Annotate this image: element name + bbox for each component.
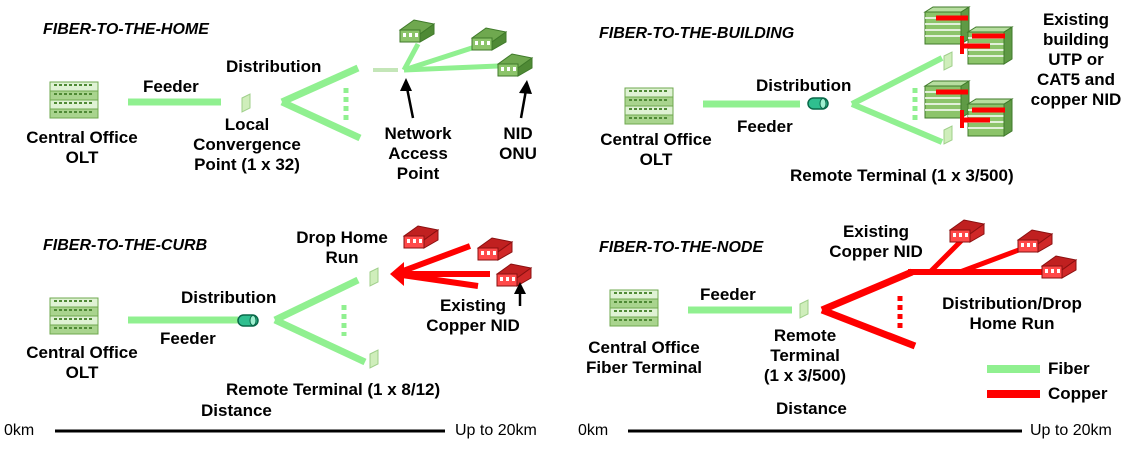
ftth-distribution-label: Distribution bbox=[226, 57, 322, 76]
fttb-distribution-label: Distribution bbox=[756, 76, 852, 95]
fttc-co-line1: Central Office bbox=[26, 343, 138, 362]
fttc-existing-label: Existing Copper NID bbox=[408, 296, 538, 336]
ftth-nid-label: NID ONU bbox=[488, 124, 548, 164]
ftth-convergence-line1: Local bbox=[224, 115, 270, 134]
fttn-graphics bbox=[609, 219, 1077, 350]
fttc-drop-label: Drop Home Run bbox=[286, 228, 398, 268]
fttc-distance-label: Distance bbox=[201, 401, 272, 420]
fttn-existing-line1: Existing bbox=[842, 222, 910, 241]
fttn-co-line1: Central Office bbox=[588, 338, 700, 357]
fttn-existing-label: Existing Copper NID bbox=[814, 222, 938, 262]
legend-fiber-label: Fiber bbox=[1048, 359, 1090, 378]
fttb-remote-terminal-label: Remote Terminal (1 x 3/500) bbox=[790, 166, 1014, 185]
ftth-nid-line2: ONU bbox=[499, 144, 537, 163]
fttc-axis-start: 0km bbox=[4, 422, 35, 439]
fttn-remote-terminal-label: Remote Terminal (1 x 3/500) bbox=[745, 326, 865, 386]
ftth-convergence-label: Local Convergence Point (1 x 32) bbox=[172, 115, 322, 175]
fttc-existing-line2: Copper NID bbox=[426, 316, 520, 335]
fttn-axis-start: 0km bbox=[578, 422, 609, 439]
fttb-existing-line5: copper NID bbox=[1030, 90, 1122, 109]
ftth-graphics bbox=[49, 19, 533, 142]
ftth-access-line1: Network bbox=[384, 124, 452, 143]
fttn-feeder-label: Feeder bbox=[700, 285, 756, 304]
fttn-title: FIBER-TO-THE-NODE bbox=[599, 239, 764, 256]
ftth-access-line3: Point bbox=[396, 164, 440, 183]
legend-copper-label: Copper bbox=[1048, 384, 1108, 403]
fttc-existing-line1: Existing bbox=[439, 296, 507, 315]
fttn-central-office-label: Central Office Fiber Terminal bbox=[568, 338, 720, 378]
ftth-title: FIBER-TO-THE-HOME bbox=[43, 21, 209, 38]
fttb-title: FIBER-TO-THE-BUILDING bbox=[599, 25, 795, 42]
fttb-feeder-label: Feeder bbox=[737, 117, 793, 136]
fttc-axis-end: Up to 20km bbox=[455, 422, 537, 439]
fttc-central-office-label: Central Office OLT bbox=[14, 343, 150, 383]
ftth-convergence-line3: Point (1 x 32) bbox=[194, 155, 300, 174]
fttc-graphics bbox=[49, 225, 532, 369]
ftth-access-line2: Access bbox=[388, 144, 448, 163]
fttn-axis-end: Up to 20km bbox=[1030, 422, 1112, 439]
ftth-central-office-label: Central Office OLT bbox=[14, 128, 150, 168]
ftth-access-point-label: Network Access Point bbox=[368, 124, 468, 184]
ftth-convergence-line2: Convergence bbox=[193, 135, 301, 154]
fttn-distribution-label: Distribution/Drop Home Run bbox=[922, 294, 1102, 334]
ftth-co-line1: Central Office bbox=[26, 128, 138, 147]
fttb-co-line2: OLT bbox=[639, 150, 673, 169]
legend-swatches bbox=[987, 365, 1040, 398]
fttn-co-line2: Fiber Terminal bbox=[586, 358, 702, 377]
fttb-existing-line4: CAT5 and bbox=[1036, 70, 1116, 89]
ftth-feeder-label: Feeder bbox=[143, 77, 199, 96]
ftth-co-line2: OLT bbox=[65, 148, 99, 167]
fttb-co-line1: Central Office bbox=[600, 130, 712, 149]
fttc-drop-line2: Run bbox=[325, 248, 359, 267]
fttn-rt-line2: Terminal bbox=[770, 346, 840, 365]
fttn-dist-line1: Distribution/Drop bbox=[942, 294, 1082, 313]
fttc-distribution-label: Distribution bbox=[181, 288, 277, 307]
fttb-graphics bbox=[624, 6, 1013, 145]
fttb-existing-label: Existing building UTP or CAT5 and copper… bbox=[1020, 10, 1132, 110]
fttn-dist-line2: Home Run bbox=[969, 314, 1055, 333]
fttc-drop-line1: Drop Home bbox=[296, 228, 388, 247]
fttb-central-office-label: Central Office OLT bbox=[588, 130, 724, 170]
fttb-existing-line1: Existing bbox=[1042, 10, 1110, 29]
fttc-title: FIBER-TO-THE-CURB bbox=[43, 237, 208, 254]
fttn-distance-label: Distance bbox=[776, 399, 847, 418]
fttn-rt-line3: (1 x 3/500) bbox=[763, 366, 847, 385]
fttn-rt-line1: Remote bbox=[773, 326, 837, 345]
fttb-existing-line2: building bbox=[1042, 30, 1110, 49]
fttc-feeder-label: Feeder bbox=[160, 329, 216, 348]
fttb-existing-line3: UTP or bbox=[1048, 50, 1104, 69]
fttn-existing-line2: Copper NID bbox=[829, 242, 923, 261]
fttc-remote-terminal-label: Remote Terminal (1 x 8/12) bbox=[226, 380, 441, 399]
ftth-nid-line1: NID bbox=[503, 124, 533, 143]
fttc-co-line2: OLT bbox=[65, 363, 99, 382]
